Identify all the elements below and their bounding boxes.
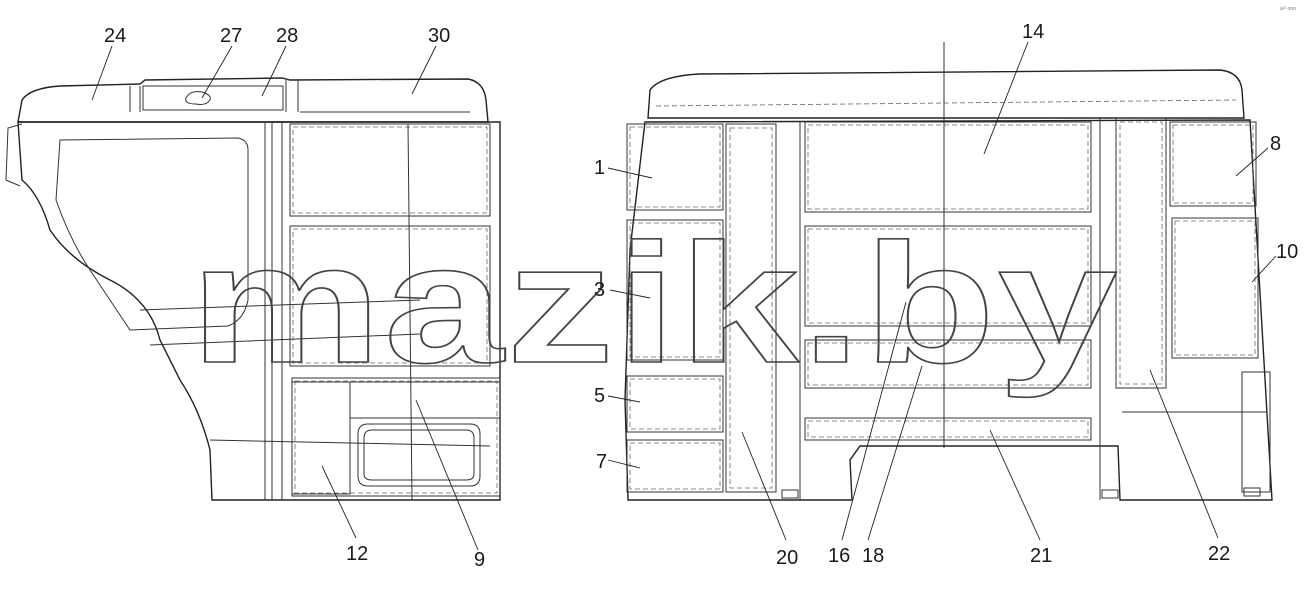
- label-20: 20: [776, 547, 798, 569]
- label-8: 8: [1270, 133, 1281, 155]
- watermark-text: mazik.by: [190, 209, 1120, 399]
- label-9: 9: [474, 549, 485, 571]
- part-labels: 24 27 28 30 12 9 14 1 3 5 7 8 10 20 16 1…: [104, 21, 1298, 571]
- right-cab-view: [624, 42, 1273, 501]
- label-14: 14: [1022, 21, 1044, 43]
- label-5: 5: [594, 385, 605, 407]
- label-12: 12: [346, 543, 368, 565]
- label-21: 21: [1030, 545, 1052, 567]
- label-28: 28: [276, 25, 298, 47]
- label-18: 18: [862, 545, 884, 567]
- label-3: 3: [594, 279, 605, 301]
- label-30: 30: [428, 25, 450, 47]
- label-10: 10: [1276, 241, 1298, 263]
- corner-text: a²² ооо: [1280, 6, 1296, 12]
- label-24: 24: [104, 25, 126, 47]
- left-cab-view: [5, 77, 501, 501]
- label-1: 1: [594, 157, 605, 179]
- label-27: 27: [220, 25, 242, 47]
- label-16: 16: [828, 545, 850, 567]
- leader-lines: [91, 41, 1277, 551]
- label-22: 22: [1208, 543, 1230, 565]
- label-7: 7: [596, 451, 607, 473]
